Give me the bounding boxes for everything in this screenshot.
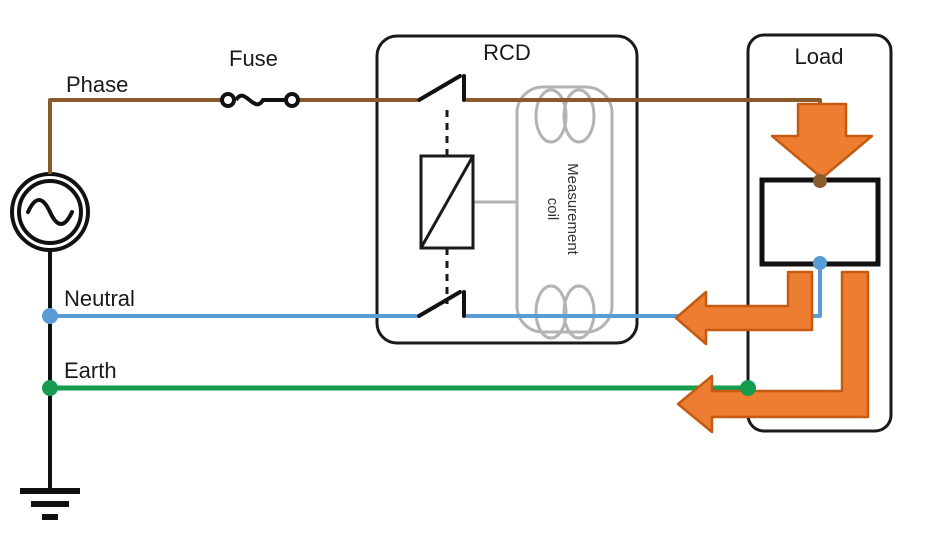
trip-relay (419, 154, 475, 250)
current-arrow-into-load-icon (770, 102, 874, 180)
junction-dots (42, 174, 827, 396)
phase-label: Phase (66, 72, 128, 97)
coil-loop-top-1 (534, 88, 568, 144)
neutral-wire-rcd-to-load (466, 266, 822, 318)
rcd-contacts (417, 74, 466, 318)
current-arrow-neutral-return-icon (674, 270, 814, 346)
neutral-label: Neutral (64, 286, 135, 311)
earth-junction-dot (42, 380, 58, 396)
load-phase-terminal-dot (813, 174, 827, 188)
measurement-coil-outline (515, 85, 614, 334)
phase-switch-blade (417, 74, 462, 102)
load-neutral-terminal-dot (813, 256, 827, 270)
neutral-junction-dot (42, 308, 58, 324)
earth-label: Earth (64, 358, 117, 383)
fuse-terminal-right (284, 92, 300, 108)
fuse-label: Fuse (229, 46, 278, 71)
ac-source-inner-circle (17, 179, 83, 245)
sine-wave-icon (26, 198, 74, 226)
ac-source (10, 172, 90, 252)
neutral-switch-blade (417, 290, 462, 318)
fuse-element (234, 93, 285, 107)
rcd-box (375, 34, 639, 345)
measurement-coil-label: Measurement coil (544, 163, 581, 256)
fuse-symbol (220, 92, 300, 108)
measurement-coil-label-line2: coil (544, 198, 561, 221)
fuse-terminal-left (220, 92, 236, 108)
neutral-wire (50, 266, 822, 318)
coil-loop-bottom-1 (534, 284, 568, 340)
coil-loop-top-2 (562, 88, 596, 144)
coil-loop-bottom-2 (562, 284, 596, 340)
phase-wire-source-to-fuse (48, 98, 221, 174)
current-arrow-earth-fault-icon (676, 270, 870, 434)
earth-load-terminal-dot (740, 380, 756, 396)
rcd-label: RCD (483, 40, 531, 65)
measurement-coil (473, 85, 614, 340)
earth-ground-symbol (20, 488, 80, 520)
measurement-coil-label-line1: Measurement (564, 163, 581, 256)
load-label: Load (795, 44, 844, 69)
current-flow-arrows (674, 102, 874, 434)
load-element (759, 177, 881, 267)
relay-diagonal (419, 155, 475, 249)
